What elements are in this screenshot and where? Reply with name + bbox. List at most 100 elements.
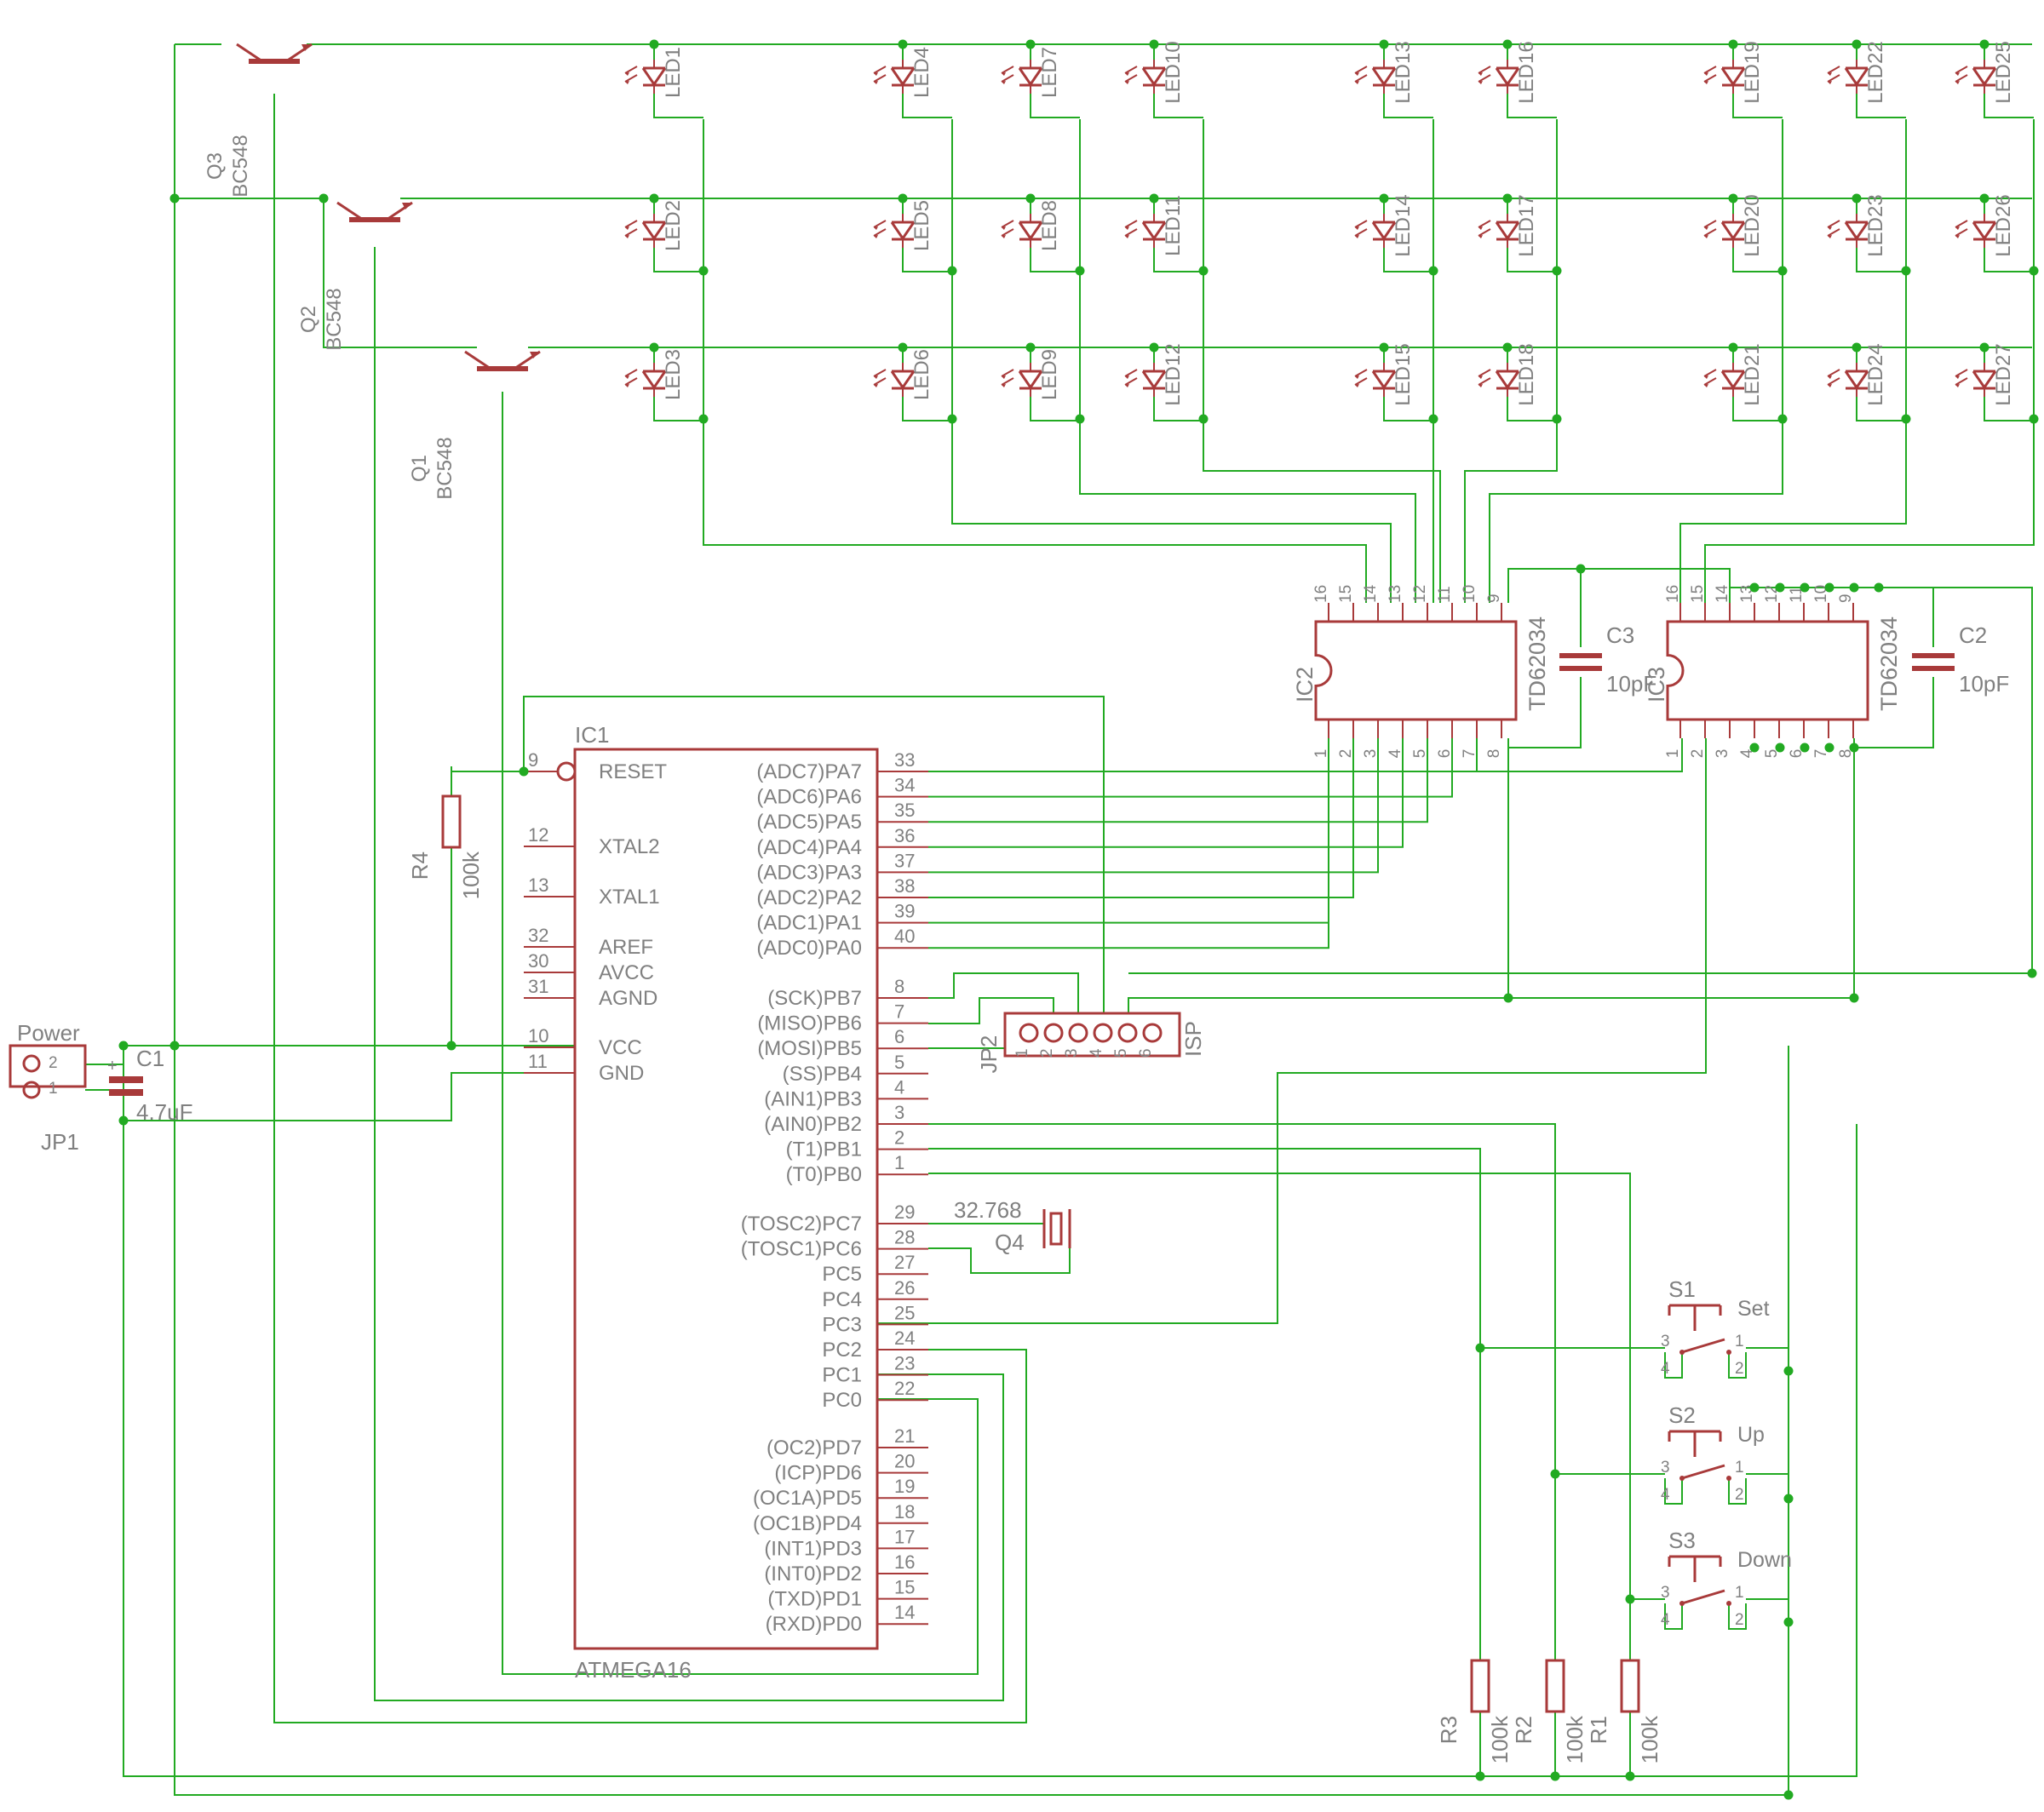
driver-pin-number: 13	[1387, 585, 1404, 603]
mcu-pin-name: (ADC5)PA5	[756, 811, 862, 834]
led-arrow	[1001, 369, 1014, 386]
junction	[1502, 193, 1513, 204]
led-arrow-head	[874, 72, 878, 84]
power-pin	[22, 1081, 41, 1099]
mcu-pin-number: 34	[894, 775, 915, 796]
led-cathode-wire	[1383, 397, 1433, 421]
junction	[649, 39, 659, 49]
resistor-ref: R2	[1511, 1716, 1536, 1744]
mcu-pin-name: (OC2)PD7	[766, 1436, 862, 1459]
led-label: LED1	[662, 47, 685, 98]
mcu-pin-number: 31	[528, 976, 548, 997]
power-body	[9, 1044, 87, 1088]
driver-pin-number: 15	[1689, 585, 1707, 603]
wire	[1508, 677, 1582, 748]
transistor-value: BC548	[433, 437, 456, 499]
junction	[1979, 193, 1989, 204]
led-arrow-head	[1125, 376, 1129, 387]
junction	[1475, 1343, 1485, 1353]
wire	[123, 1072, 575, 1121]
junction	[1874, 582, 1884, 593]
junction	[1550, 1771, 1560, 1781]
led-label: LED6	[910, 349, 933, 400]
led-arrow-head	[1125, 226, 1129, 238]
junction	[698, 266, 709, 276]
switch-ref: S1	[1668, 1276, 1696, 1302]
junction	[898, 39, 908, 49]
isp-pin-number: 2	[1038, 1048, 1056, 1058]
switch-actuator	[1668, 1557, 1722, 1567]
driver-pin-number: 5	[1411, 749, 1429, 759]
led-arrow	[1478, 66, 1491, 83]
mcu-pin-number: 23	[894, 1353, 915, 1374]
wire	[123, 1046, 1857, 1777]
junction	[1428, 266, 1438, 276]
led-arrow	[1703, 220, 1717, 237]
led-cathode-wire	[1507, 397, 1557, 421]
led-arrow-head	[1828, 226, 1832, 238]
junction	[1576, 564, 1586, 574]
led-arrow	[873, 220, 887, 237]
mcu-pin-name: (ADC6)PA6	[756, 786, 862, 809]
junction	[1849, 743, 1859, 753]
junction	[1800, 582, 1810, 593]
mcu-pin-name: (MOSI)PB5	[757, 1037, 862, 1060]
mcu-pin-name: XTAL2	[599, 835, 660, 858]
switch-contact	[1726, 1350, 1731, 1355]
mcu-pin-number: 12	[528, 824, 548, 846]
mcu-pin-number: 14	[894, 1602, 915, 1623]
wire	[1464, 419, 1558, 603]
junction	[1550, 1469, 1560, 1479]
mcu-pin-name: (AIN0)PB2	[764, 1113, 862, 1136]
led-arrow	[1703, 369, 1717, 386]
led-arrow-head	[1125, 72, 1129, 84]
switch-pin-number: 4	[1661, 1486, 1670, 1504]
switch-lever	[1681, 1589, 1725, 1605]
isp-pin-number: 5	[1112, 1048, 1130, 1058]
led-label: LED2	[662, 200, 685, 251]
led-arrow	[1124, 66, 1138, 83]
driver-pin-number: 16	[1664, 585, 1682, 603]
switch-value: Down	[1737, 1548, 1792, 1572]
led-cathode-wire	[653, 248, 703, 272]
wire	[273, 94, 1027, 1723]
junction	[1749, 582, 1760, 593]
power-value: Power	[17, 1020, 80, 1046]
capacitor-value: 10pF	[1959, 671, 2009, 697]
led-arrow	[1827, 66, 1840, 83]
switch-pin-number: 1	[1735, 1333, 1744, 1350]
wire	[174, 44, 1789, 1796]
transistor-value: BC548	[323, 288, 346, 350]
wire	[1128, 738, 1509, 1013]
led-cathode-wire	[1984, 248, 2034, 272]
led-arrow	[1955, 220, 1968, 237]
wire	[928, 738, 1329, 949]
resistor-ref: R3	[1436, 1716, 1461, 1744]
wire	[523, 696, 1105, 1013]
driver-ref: IC3	[1644, 667, 1669, 702]
junction	[1824, 743, 1834, 753]
mcu-pin-name: PC5	[822, 1263, 862, 1286]
capacitor-ref: C1	[136, 1046, 164, 1071]
led-label: LED10	[1162, 41, 1185, 103]
wire	[1704, 419, 2035, 603]
driver-pin-number: 4	[1387, 748, 1404, 758]
mcu-pin-name: (ADC2)PA2	[756, 886, 862, 909]
mcu-pin-number: 19	[894, 1476, 915, 1497]
isp-pin-number: 1	[1013, 1048, 1031, 1058]
mcu-pin-name: (MISO)PB6	[757, 1012, 862, 1035]
junction	[1749, 743, 1760, 753]
mcu-pin-name: (AIN1)PB3	[764, 1087, 862, 1110]
junction	[1783, 1617, 1794, 1627]
wire	[1079, 419, 1416, 603]
isp-ref: JP2	[976, 1035, 1002, 1074]
wire	[928, 738, 1354, 898]
resistor-body	[441, 794, 462, 849]
switch-pin-number: 1	[1735, 1459, 1744, 1477]
wire	[703, 419, 1367, 603]
junction	[1800, 743, 1810, 753]
junction	[1777, 414, 1788, 424]
junction	[2029, 266, 2039, 276]
driver-pin-number: 12	[1411, 585, 1429, 603]
led-label: LED16	[1515, 41, 1538, 103]
